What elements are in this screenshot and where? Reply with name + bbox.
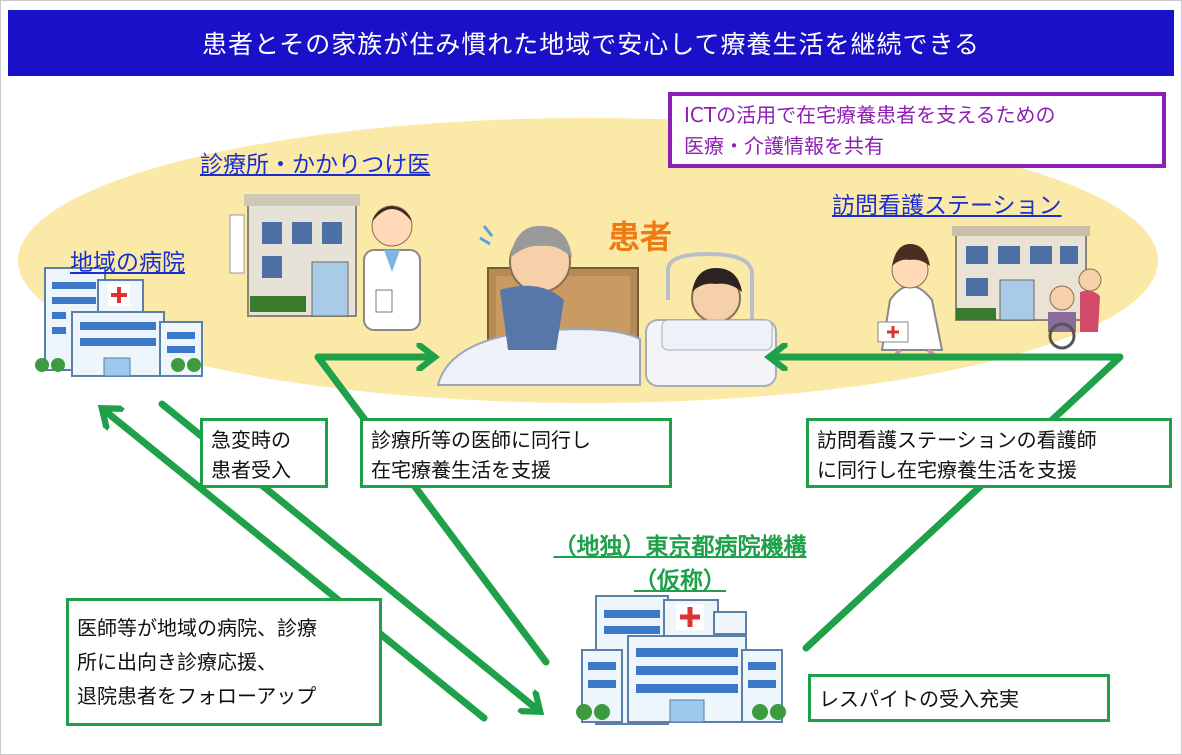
- wheelchair-caregiver-illustration: [1048, 268, 1102, 350]
- doctor-dispatch-line-2: 所に出向き診療応援、: [77, 650, 277, 674]
- nurse-support-box: 訪問看護ステーションの看護師 に同行し在宅療養生活を支援: [806, 418, 1172, 488]
- doctor-illustration: [363, 205, 421, 331]
- ict-note-box: ICTの活用で在宅療養患者を支えるための 医療・介護情報を共有: [668, 92, 1166, 168]
- emergency-line-1: 急変時の: [211, 428, 291, 452]
- respite-box: レスパイトの受入充実: [808, 674, 1110, 722]
- emergency-box: 急変時の 患者受入: [200, 418, 328, 488]
- title-banner: 患者とその家族が住み慣れた地域で安心して療養生活を継続できる: [8, 10, 1174, 76]
- arrow-center-to-patient: [314, 357, 550, 666]
- title-text: 患者とその家族が住み慣れた地域で安心して療養生活を継続できる: [201, 30, 980, 59]
- bed-patient-illustration: [645, 251, 777, 387]
- doctor-dispatch-line-3: 退院患者をフォローアップ: [77, 684, 317, 708]
- nursing-station-label[interactable]: 訪問看護ステーション: [832, 193, 1062, 219]
- doctor-dispatch-box: 医師等が地域の病院、診療 所に出向き診療応援、 退院患者をフォローアップ: [66, 598, 382, 726]
- organization-line-1: （地独）東京都病院機構: [553, 534, 807, 560]
- nurse-illustration: [877, 244, 944, 362]
- arrow-center-to-bed: [772, 357, 1124, 652]
- ict-note-line-1: ICTの活用で在宅療養患者を支えるための: [684, 103, 1056, 127]
- ict-note-line-2: 医療・介護情報を共有: [684, 134, 884, 158]
- arrow-to-local-hospital: [104, 410, 488, 722]
- clinic-support-line-2: 在宅療養生活を支援: [371, 458, 551, 482]
- clinic-building-illustration: [229, 194, 360, 317]
- clinic-support-line-1: 診療所等の医師に同行し: [371, 428, 591, 452]
- clinic-label[interactable]: 診療所・かかりつけ医: [200, 152, 431, 178]
- sick-patient-illustration: [436, 225, 641, 386]
- organization-line-2: （仮称）: [634, 568, 726, 594]
- metropolitan-hospital-illustration: [576, 595, 786, 725]
- patient-label: 患者: [608, 218, 673, 256]
- organization-label[interactable]: （地独）東京都病院機構 （仮称）: [490, 530, 870, 598]
- local-hospital-illustration: [35, 267, 203, 377]
- nurse-support-line-2: に同行し在宅療養生活を支援: [817, 458, 1077, 482]
- respite-text: レスパイトの受入充実: [819, 687, 1019, 711]
- local-hospital-label[interactable]: 地域の病院: [70, 250, 185, 276]
- clinic-support-box: 診療所等の医師に同行し 在宅療養生活を支援: [360, 418, 672, 488]
- doctor-dispatch-line-1: 医師等が地域の病院、診療: [77, 616, 317, 640]
- emergency-line-2: 患者受入: [211, 458, 291, 482]
- nurse-support-line-1: 訪問看護ステーションの看護師: [817, 428, 1097, 452]
